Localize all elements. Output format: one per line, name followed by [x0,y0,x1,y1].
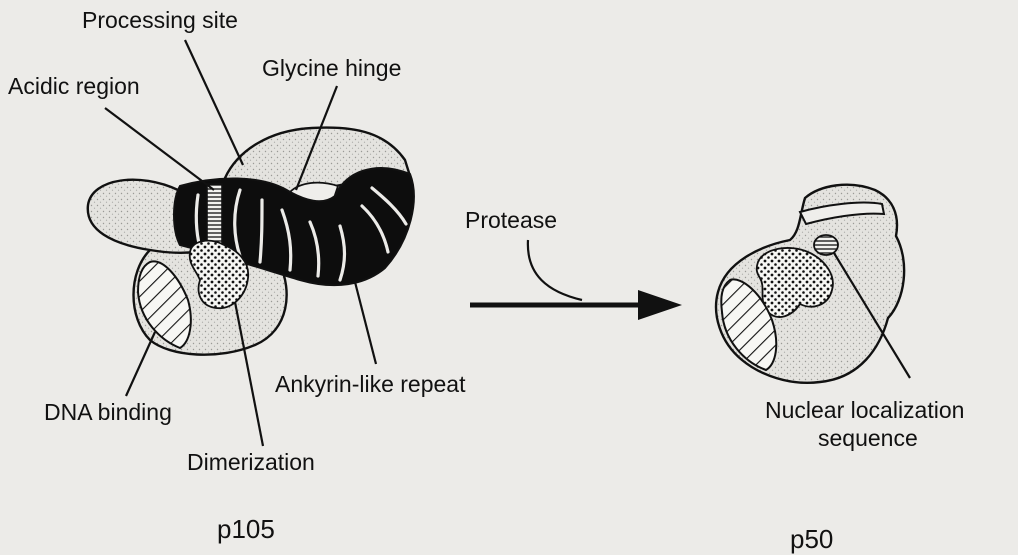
label-protease: Protease [465,207,557,233]
label-acidic-region: Acidic region [8,73,140,99]
p50-protein [716,185,904,383]
arrow-head [638,290,682,320]
label-p50: p50 [790,524,833,554]
label-dna-binding: DNA binding [44,399,172,425]
label-processing-site: Processing site [82,7,238,33]
protease-arrow [470,240,682,320]
ankyrin-leader [355,282,376,364]
protease-curve [528,240,582,300]
label-dimerization: Dimerization [187,449,315,475]
processing-site-leader [185,40,243,165]
label-glycine-hinge: Glycine hinge [262,55,401,81]
p50-nls [814,235,838,255]
label-p105: p105 [217,514,275,544]
dna-binding-leader [126,332,155,396]
label-ankyrin-repeat: Ankyrin-like repeat [275,371,466,397]
acidic-region-leader [105,108,214,190]
label-nls-line2: sequence [818,425,918,451]
label-nls-line1: Nuclear localization [765,397,964,423]
